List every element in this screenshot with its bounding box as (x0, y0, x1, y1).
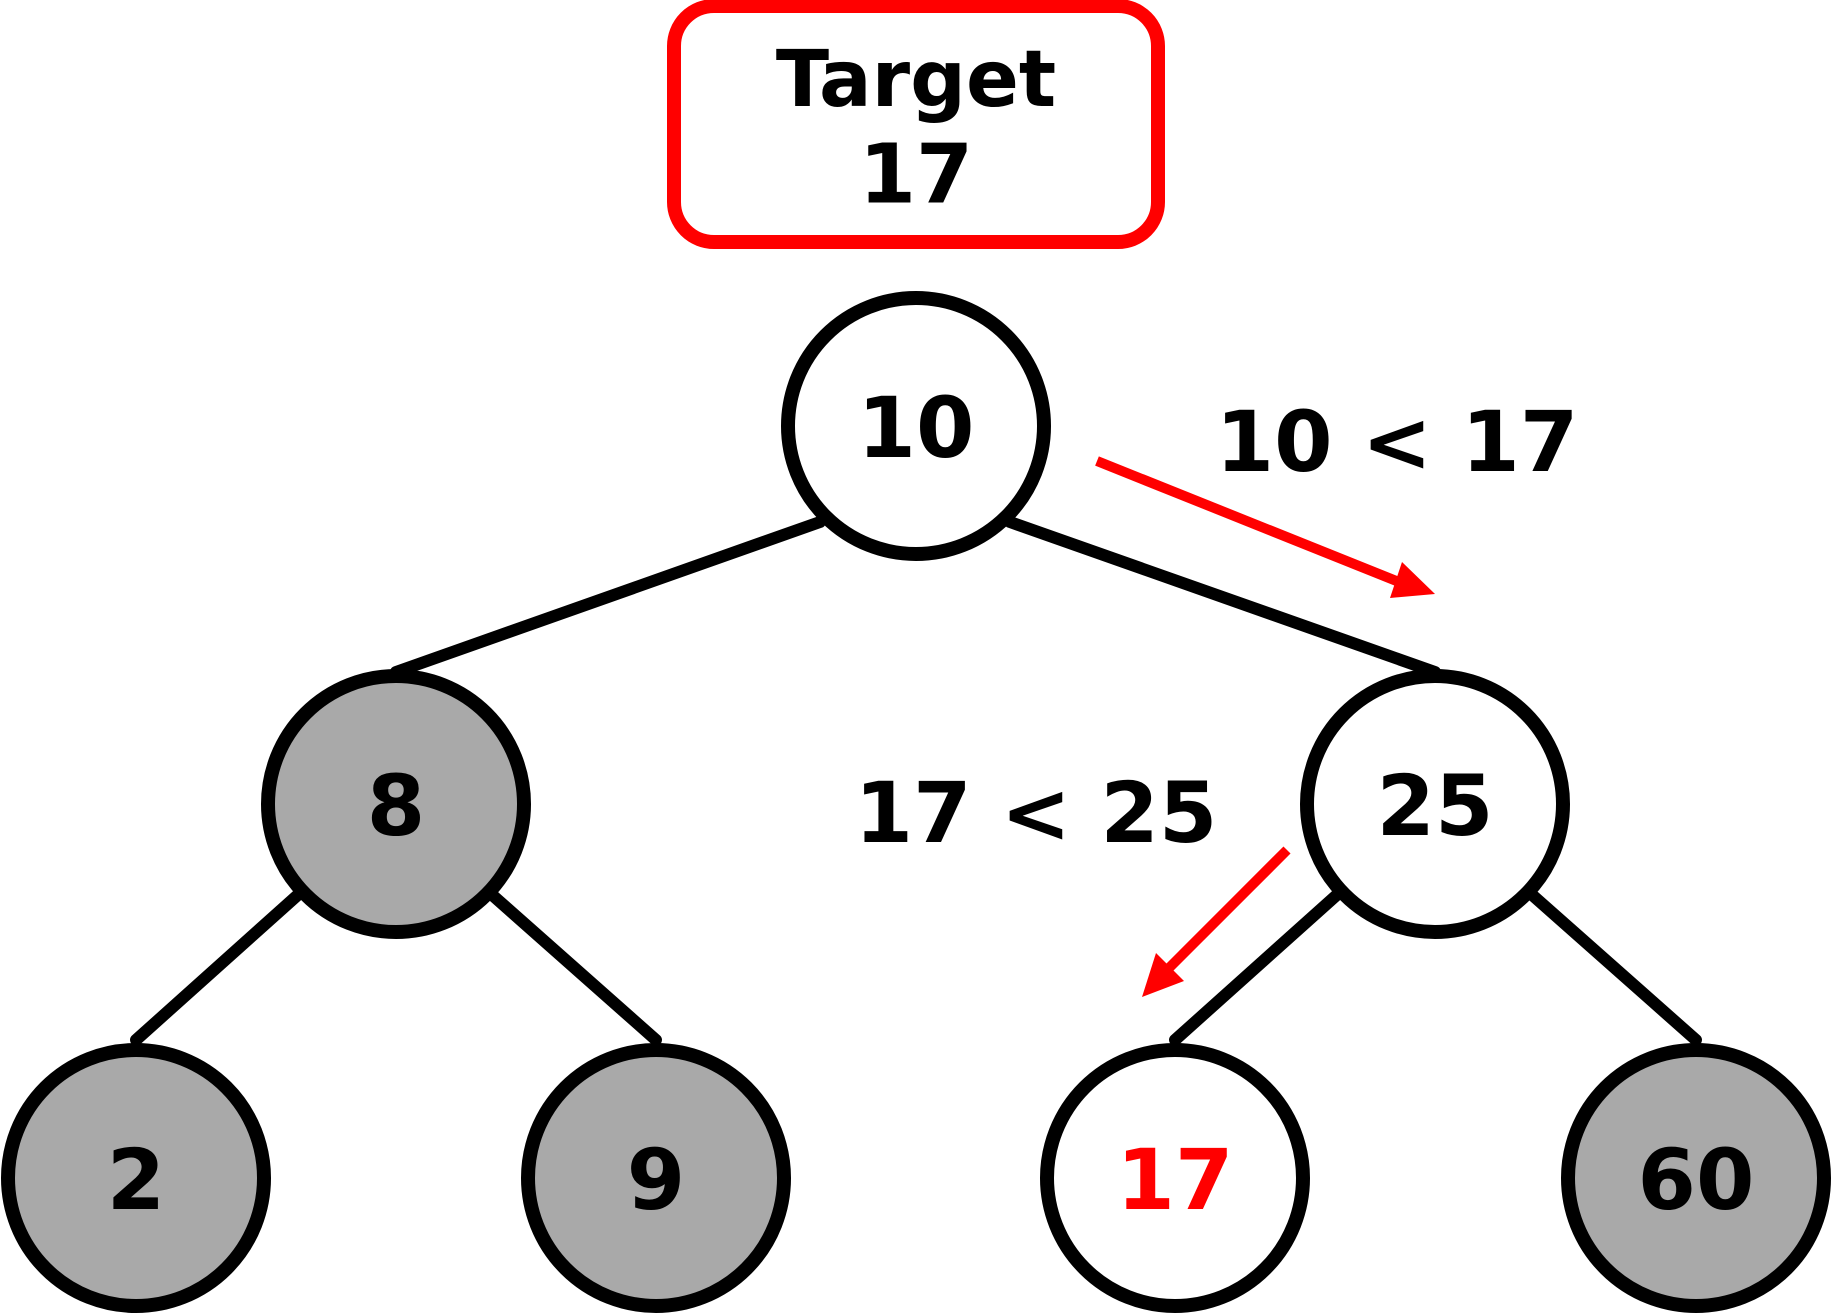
edge-root-left (390, 516, 826, 678)
target-value: 17 (859, 128, 973, 223)
tree-node-left-right: 9 (521, 1043, 791, 1313)
node-circle-left-right (521, 1043, 791, 1313)
comparison-label-first: 10 < 17 (1216, 393, 1579, 491)
target-box: Target 17 (667, 0, 1165, 249)
edge-right-rightright (1524, 887, 1702, 1046)
node-label-left: 8 (367, 757, 425, 855)
search-path-arrow-1 (1095, 456, 1435, 598)
arrow-2-shaft (1164, 846, 1291, 973)
node-circle-right (1300, 669, 1570, 939)
tree-node-right-right: 60 (1561, 1043, 1831, 1313)
edge-root-right (1004, 516, 1441, 678)
edge-left-leftleft (130, 887, 306, 1046)
node-label-right: 25 (1377, 757, 1494, 855)
node-label-right-right: 60 (1638, 1131, 1755, 1229)
tree-node-left-left: 2 (1, 1043, 271, 1313)
target-box-border (667, 0, 1165, 249)
edge-left-leftright (484, 887, 662, 1046)
tree-node-right-left: 17 (1040, 1043, 1310, 1313)
target-title: Target (776, 35, 1056, 125)
node-label-root: 10 (858, 379, 975, 477)
edge-right-rightleft (1169, 887, 1345, 1046)
node-label-right-left: 17 (1117, 1131, 1234, 1229)
comparison-label-second: 17 < 25 (855, 764, 1218, 862)
node-circle-root (781, 291, 1051, 561)
arrow-1-shaft (1095, 456, 1406, 589)
node-circle-left-left (1, 1043, 271, 1313)
search-path-arrow-2 (1142, 846, 1291, 997)
tree-node-right: 25 (1300, 669, 1570, 939)
tree-edges (130, 516, 1702, 1046)
arrow-2-head (1142, 953, 1184, 997)
node-circle-right-right (1561, 1043, 1831, 1313)
tree-node-left: 8 (261, 669, 531, 939)
tree-node-root: 10 (781, 291, 1051, 561)
node-circle-left (261, 669, 531, 939)
arrow-1-head (1390, 562, 1435, 598)
node-label-left-right: 9 (627, 1131, 685, 1229)
node-circle-right-left (1040, 1043, 1310, 1313)
node-label-left-left: 2 (107, 1131, 165, 1229)
